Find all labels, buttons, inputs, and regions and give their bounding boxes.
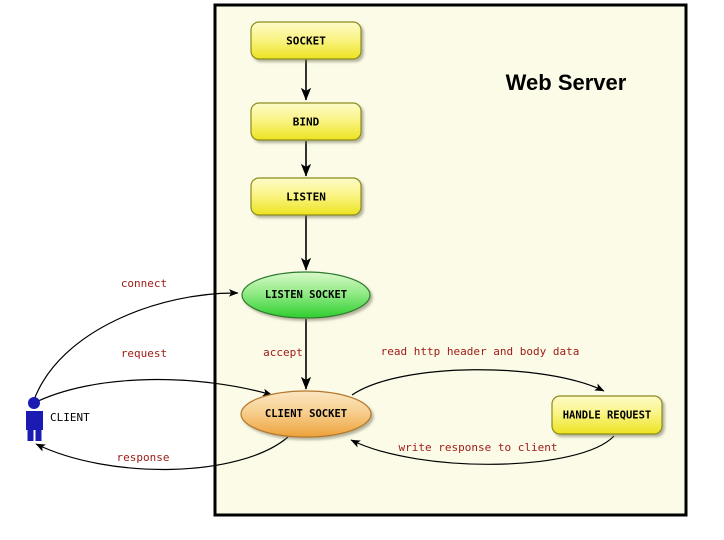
node-socket-label: SOCKET	[286, 35, 326, 48]
node-client-socket[interactable]: CLIENT SOCKET	[240, 390, 372, 438]
node-client-socket-label: CLIENT SOCKET	[265, 408, 347, 420]
edge-label-request: request	[121, 347, 167, 360]
edge-label-connect: connect	[121, 277, 167, 290]
edge-connect-path	[33, 289, 239, 401]
edge-label-response: response	[117, 451, 170, 464]
client-actor-body	[26, 411, 43, 430]
node-bind-shape	[250, 102, 362, 141]
node-listen-socket-label: LISTEN SOCKET	[265, 289, 347, 301]
edge-response-path	[35, 436, 289, 471]
edge-request-path	[31, 379, 273, 405]
node-listen-socket[interactable]: LISTEN SOCKET	[241, 271, 371, 319]
node-handle-request-label: HANDLE REQUEST	[563, 410, 652, 422]
node-bind[interactable]: BIND	[250, 102, 362, 141]
client-actor-leg-right	[35, 429, 42, 441]
node-listen[interactable]: LISTEN	[250, 177, 362, 216]
edge-label-read: read http header and body data	[381, 345, 580, 358]
node-listen-shape	[250, 177, 362, 216]
page-title: Web Server	[506, 70, 627, 95]
node-bind-label: BIND	[293, 116, 320, 129]
client-actor[interactable]: CLIENT	[26, 397, 90, 441]
node-handle-request-shape	[551, 395, 663, 435]
edge-label-accept: accept	[263, 346, 303, 359]
node-listen-socket-shape	[241, 271, 371, 319]
edge-read-path	[351, 369, 605, 396]
node-listen-label: LISTEN	[286, 191, 326, 204]
client-actor-label: CLIENT	[50, 411, 90, 424]
client-actor-leg-left	[27, 429, 34, 441]
edge-label-write: write response to client	[399, 441, 558, 454]
client-actor-head	[28, 397, 40, 409]
node-socket-shape	[250, 21, 362, 60]
node-handle-request[interactable]: HANDLE REQUEST	[551, 395, 663, 435]
node-socket[interactable]: SOCKET	[250, 21, 362, 60]
node-client-socket-shape	[240, 390, 372, 438]
edge-write-path	[350, 435, 615, 465]
